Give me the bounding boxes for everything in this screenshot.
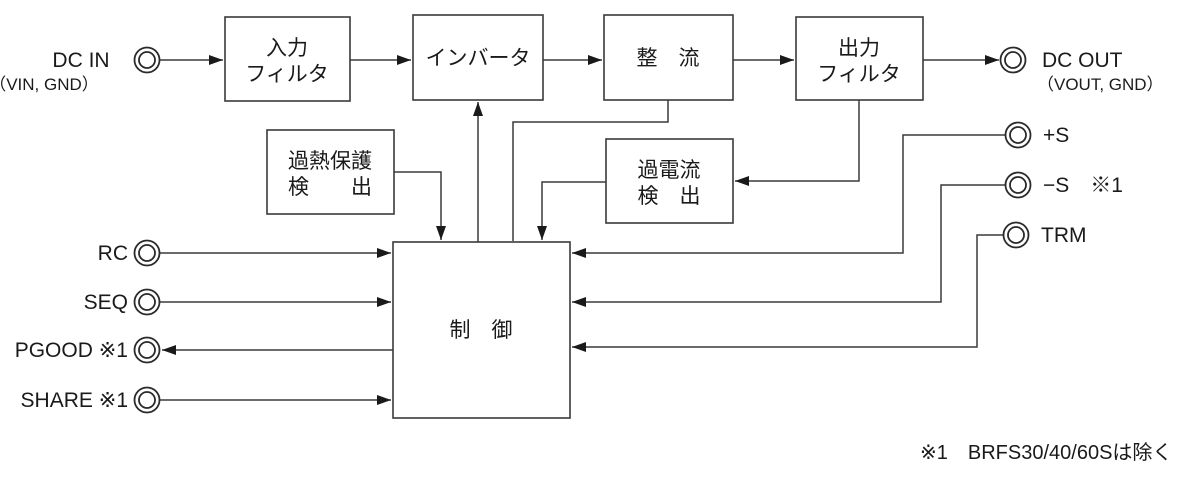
output-filter-label-line1: 出力 [838, 37, 880, 60]
overheat-detect-box [266, 129, 395, 215]
wire-overheat-to-control [394, 171, 446, 240]
dc-out-label: DC OUT [1042, 49, 1123, 72]
wire-plus-s-to-control [572, 134, 1005, 258]
wire-output-filter-to-overcurrent [735, 100, 860, 186]
rc-label: RC [98, 242, 128, 265]
output-filter-label-line2: フィルタ [817, 63, 901, 86]
overheat-detect-label-line1: 過熱保護 [288, 150, 372, 173]
terminal-dc-out [999, 46, 1027, 74]
terminal-share [133, 386, 161, 414]
footnote: ※1 BRFS30/40/60Sは除く [920, 441, 1172, 464]
seq-label: SEQ [84, 291, 128, 314]
dc-in-sublabel: （VIN, GND） [0, 75, 99, 94]
terminal-plus-s [1004, 121, 1032, 149]
input-filter-label-line2: フィルタ [245, 63, 329, 86]
wire-trm-to-control [572, 234, 1003, 352]
rectifier-box [603, 14, 734, 101]
share-label: SHARE ※1 [21, 389, 128, 412]
terminal-dc-in [133, 46, 161, 74]
terminal-trm [1002, 221, 1030, 249]
block-input-filter: 入力 フィルタ [224, 16, 351, 102]
dc-in-label: DC IN [52, 49, 109, 72]
input-filter-box [224, 16, 351, 102]
block-output-filter: 出力 フィルタ [795, 16, 924, 101]
overcurrent-detect-label-line2: 検 出 [638, 185, 701, 208]
terminal-pgood [133, 336, 161, 364]
wire-overcurrent-to-control [537, 181, 606, 240]
minus-s-label: −S ※1 [1043, 174, 1123, 197]
wire-rectifier-to-control [512, 100, 669, 241]
block-rectifier: 整 流 [603, 14, 734, 101]
block-overheat-detect: 過熱保護 検 出 [266, 129, 395, 215]
control-label: 制 御 [450, 319, 513, 342]
block-control: 制 御 [392, 241, 571, 419]
terminal-minus-s [1004, 171, 1032, 199]
inverter-box [412, 14, 544, 101]
terminal-seq [133, 288, 161, 316]
inverter-label: インバータ [426, 47, 531, 70]
plus-s-label: +S [1043, 124, 1069, 147]
control-box [392, 241, 571, 419]
dc-out-sublabel: （VOUT, GND） [1037, 75, 1164, 94]
pgood-label: PGOOD ※1 [15, 339, 128, 362]
block-inverter: インバータ [412, 14, 544, 101]
overcurrent-detect-box [605, 138, 734, 224]
terminal-labels: DC IN （VIN, GND） DC OUT （VOUT, GND） +S −… [0, 49, 1164, 412]
trm-label: TRM [1041, 224, 1087, 247]
output-filter-box [795, 16, 924, 101]
overheat-detect-label-line2: 検 出 [288, 176, 372, 199]
terminals [133, 46, 1032, 414]
rectifier-label: 整 流 [637, 47, 700, 70]
input-filter-label-line1: 入力 [266, 37, 308, 60]
wire-minus-s-to-control [572, 184, 1005, 307]
wires [160, 55, 1005, 405]
terminal-rc [133, 239, 161, 267]
block-overcurrent-detect: 過電流 検 出 [605, 138, 734, 224]
overcurrent-detect-label-line1: 過電流 [638, 159, 701, 182]
